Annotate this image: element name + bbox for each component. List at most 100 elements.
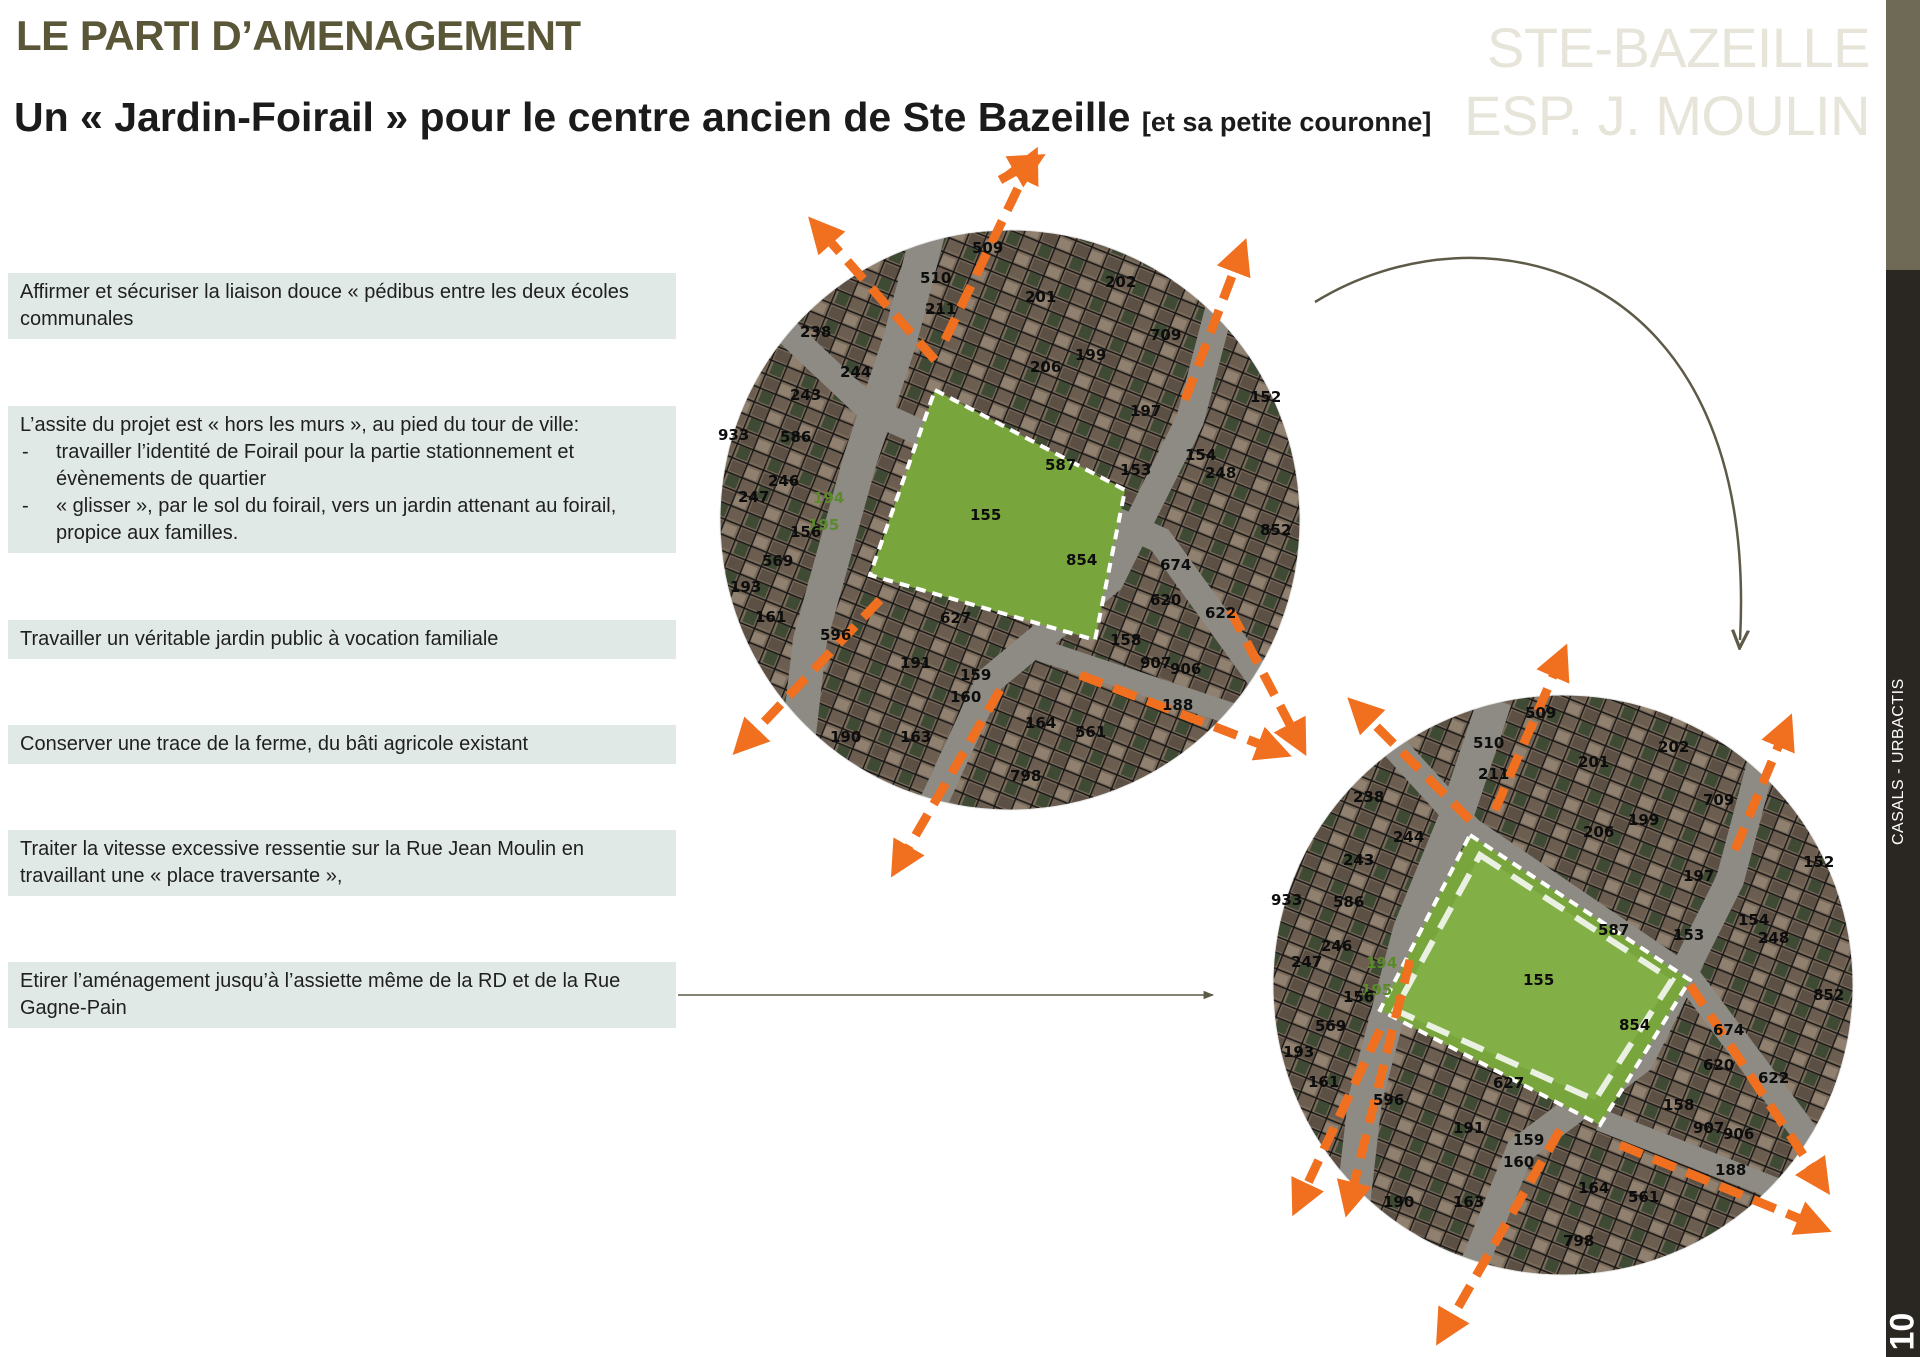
text-box-4: Conserver une trace de la ferme, du bâti… [8, 725, 676, 764]
parcel-label: 155 [970, 506, 1001, 524]
parcel-label: 907 [1140, 654, 1171, 672]
parcel-label: 154 [1185, 446, 1216, 464]
parcel-label: 510 [920, 269, 951, 287]
page-subtitle: Un « Jardin-Foirail » pour le centre anc… [14, 94, 1431, 141]
parcel-label: 509 [1525, 704, 1556, 722]
parcel-label: 244 [1393, 828, 1424, 846]
bullet-item: travailler l’identité de Foirail pour la… [20, 439, 664, 493]
parcel-label: 586 [780, 428, 811, 446]
parcel-label: 161 [755, 608, 786, 626]
parcel-label: 193 [1283, 1043, 1314, 1061]
parcel-label: 852 [1813, 986, 1844, 1004]
parcel-label: 244 [840, 363, 871, 381]
parcel-label: 188 [1162, 696, 1193, 714]
box-text: Travailler un véritable jardin public à … [20, 628, 499, 650]
parcel-label: 211 [1478, 765, 1509, 783]
parcel-label: 627 [940, 609, 971, 627]
parcel-label: 163 [900, 728, 931, 746]
box-text: Traiter la vitesse excessive ressentie s… [20, 838, 584, 887]
parcel-label: 238 [800, 323, 831, 341]
parcel-label: 709 [1150, 326, 1181, 344]
parcel-label: 561 [1075, 723, 1106, 741]
parcel-label: 852 [1260, 521, 1291, 539]
parcel-label: 206 [1583, 823, 1614, 841]
parcel-label: 199 [1075, 346, 1106, 364]
parcel-label: 160 [950, 688, 981, 706]
parcel-label: 155 [1523, 971, 1554, 989]
parcel-label: 158 [1663, 1096, 1694, 1114]
parcel-label: 596 [1373, 1091, 1404, 1109]
text-box-5: Traiter la vitesse excessive ressentie s… [8, 830, 676, 896]
parcel-label: 191 [900, 654, 931, 672]
parcel-label: 153 [1673, 926, 1704, 944]
parcel-label: 674 [1160, 556, 1191, 574]
parcel-label: 199 [1628, 811, 1659, 829]
parcel-label: 195 [808, 516, 839, 534]
box-text: Affirmer et sécuriser la liaison douce «… [20, 281, 629, 330]
parcel-label: 509 [972, 239, 1003, 257]
brand-line-2: ESP. J. MOULIN [1464, 84, 1870, 147]
parcel-label: 164 [1578, 1179, 1609, 1197]
text-box-1: Affirmer et sécuriser la liaison douce «… [8, 273, 676, 339]
parcel-label: 161 [1308, 1073, 1339, 1091]
parcel-label: 243 [790, 386, 821, 404]
parcel-label: 933 [718, 426, 749, 444]
right-sidebar: CASALS - URBACTIS 10 [1883, 0, 1920, 1357]
parcel-label: 907 [1693, 1119, 1724, 1137]
parcel-label: 906 [1170, 660, 1201, 678]
parcel-label: 854 [1619, 1016, 1650, 1034]
parcel-label: 620 [1703, 1056, 1734, 1074]
parcel-label: 561 [1628, 1188, 1659, 1206]
parcel-label: 246 [1321, 937, 1352, 955]
parcel-label: 674 [1713, 1021, 1744, 1039]
text-box-3: Travailler un véritable jardin public à … [8, 620, 676, 659]
brand-line-1: STE-BAZEILLE [1486, 16, 1871, 79]
parcel-label: 160 [1503, 1153, 1534, 1171]
parcel-label: 211 [925, 300, 956, 318]
parcel-label: 246 [768, 472, 799, 490]
page-title: LE PARTI D’AMENAGEMENT [16, 12, 581, 59]
parcel-label: 188 [1715, 1161, 1746, 1179]
parcel-label: 709 [1703, 791, 1734, 809]
parcel-label: 163 [1453, 1193, 1484, 1211]
parcel-label: 152 [1250, 388, 1281, 406]
box-text: L’assite du projet est « hors les murs »… [20, 414, 580, 436]
parcel-label: 152 [1803, 853, 1834, 871]
map-circle-current [719, 146, 1307, 878]
parcel-label: 197 [1130, 402, 1161, 420]
subtitle-main: Un « Jardin-Foirail » pour le centre anc… [14, 94, 1131, 140]
parcel-label: 569 [762, 552, 793, 570]
parcel-label: 202 [1105, 273, 1136, 291]
parcel-label: 191 [1453, 1119, 1484, 1137]
parcel-label: 159 [1513, 1131, 1544, 1149]
parcel-label: 206 [1030, 358, 1061, 376]
parcel-label: 798 [1563, 1232, 1594, 1250]
parcel-label: 587 [1045, 456, 1076, 474]
parcel-label: 194 [813, 489, 844, 507]
parcel-label: 195 [1361, 981, 1392, 999]
parcel-label: 158 [1110, 631, 1141, 649]
parcel-label: 906 [1723, 1125, 1754, 1143]
parcel-label: 248 [1205, 464, 1236, 482]
parcel-label: 156 [1343, 988, 1374, 1006]
parcel-label: 153 [1120, 461, 1151, 479]
parcel-label: 586 [1333, 893, 1364, 911]
parcel-label: 164 [1025, 714, 1056, 732]
parcel-label: 247 [738, 488, 769, 506]
brand-block: STE-BAZEILLE ESP. J. MOULIN [1464, 14, 1870, 150]
parcel-label: 247 [1291, 953, 1322, 971]
parcel-label: 248 [1758, 929, 1789, 947]
parcel-label: 154 [1738, 911, 1769, 929]
map-circle-proposed [1272, 643, 1854, 1346]
text-box-2: L’assite du projet est « hors les murs »… [8, 406, 676, 553]
sidebar-credit: CASALS - URBACTIS [1890, 678, 1907, 845]
parcel-label: 798 [1010, 767, 1041, 785]
box-text: Etirer l’aménagement jusqu’à l’assiette … [20, 970, 621, 1019]
text-box-6: Etirer l’aménagement jusqu’à l’assiette … [8, 962, 676, 1028]
parcel-label: 510 [1473, 734, 1504, 752]
parcel-label: 854 [1066, 551, 1097, 569]
parcel-label: 622 [1205, 604, 1236, 622]
parcel-label: 622 [1758, 1069, 1789, 1087]
page-number: 10 [1883, 1312, 1920, 1351]
parcel-label: 587 [1598, 921, 1629, 939]
